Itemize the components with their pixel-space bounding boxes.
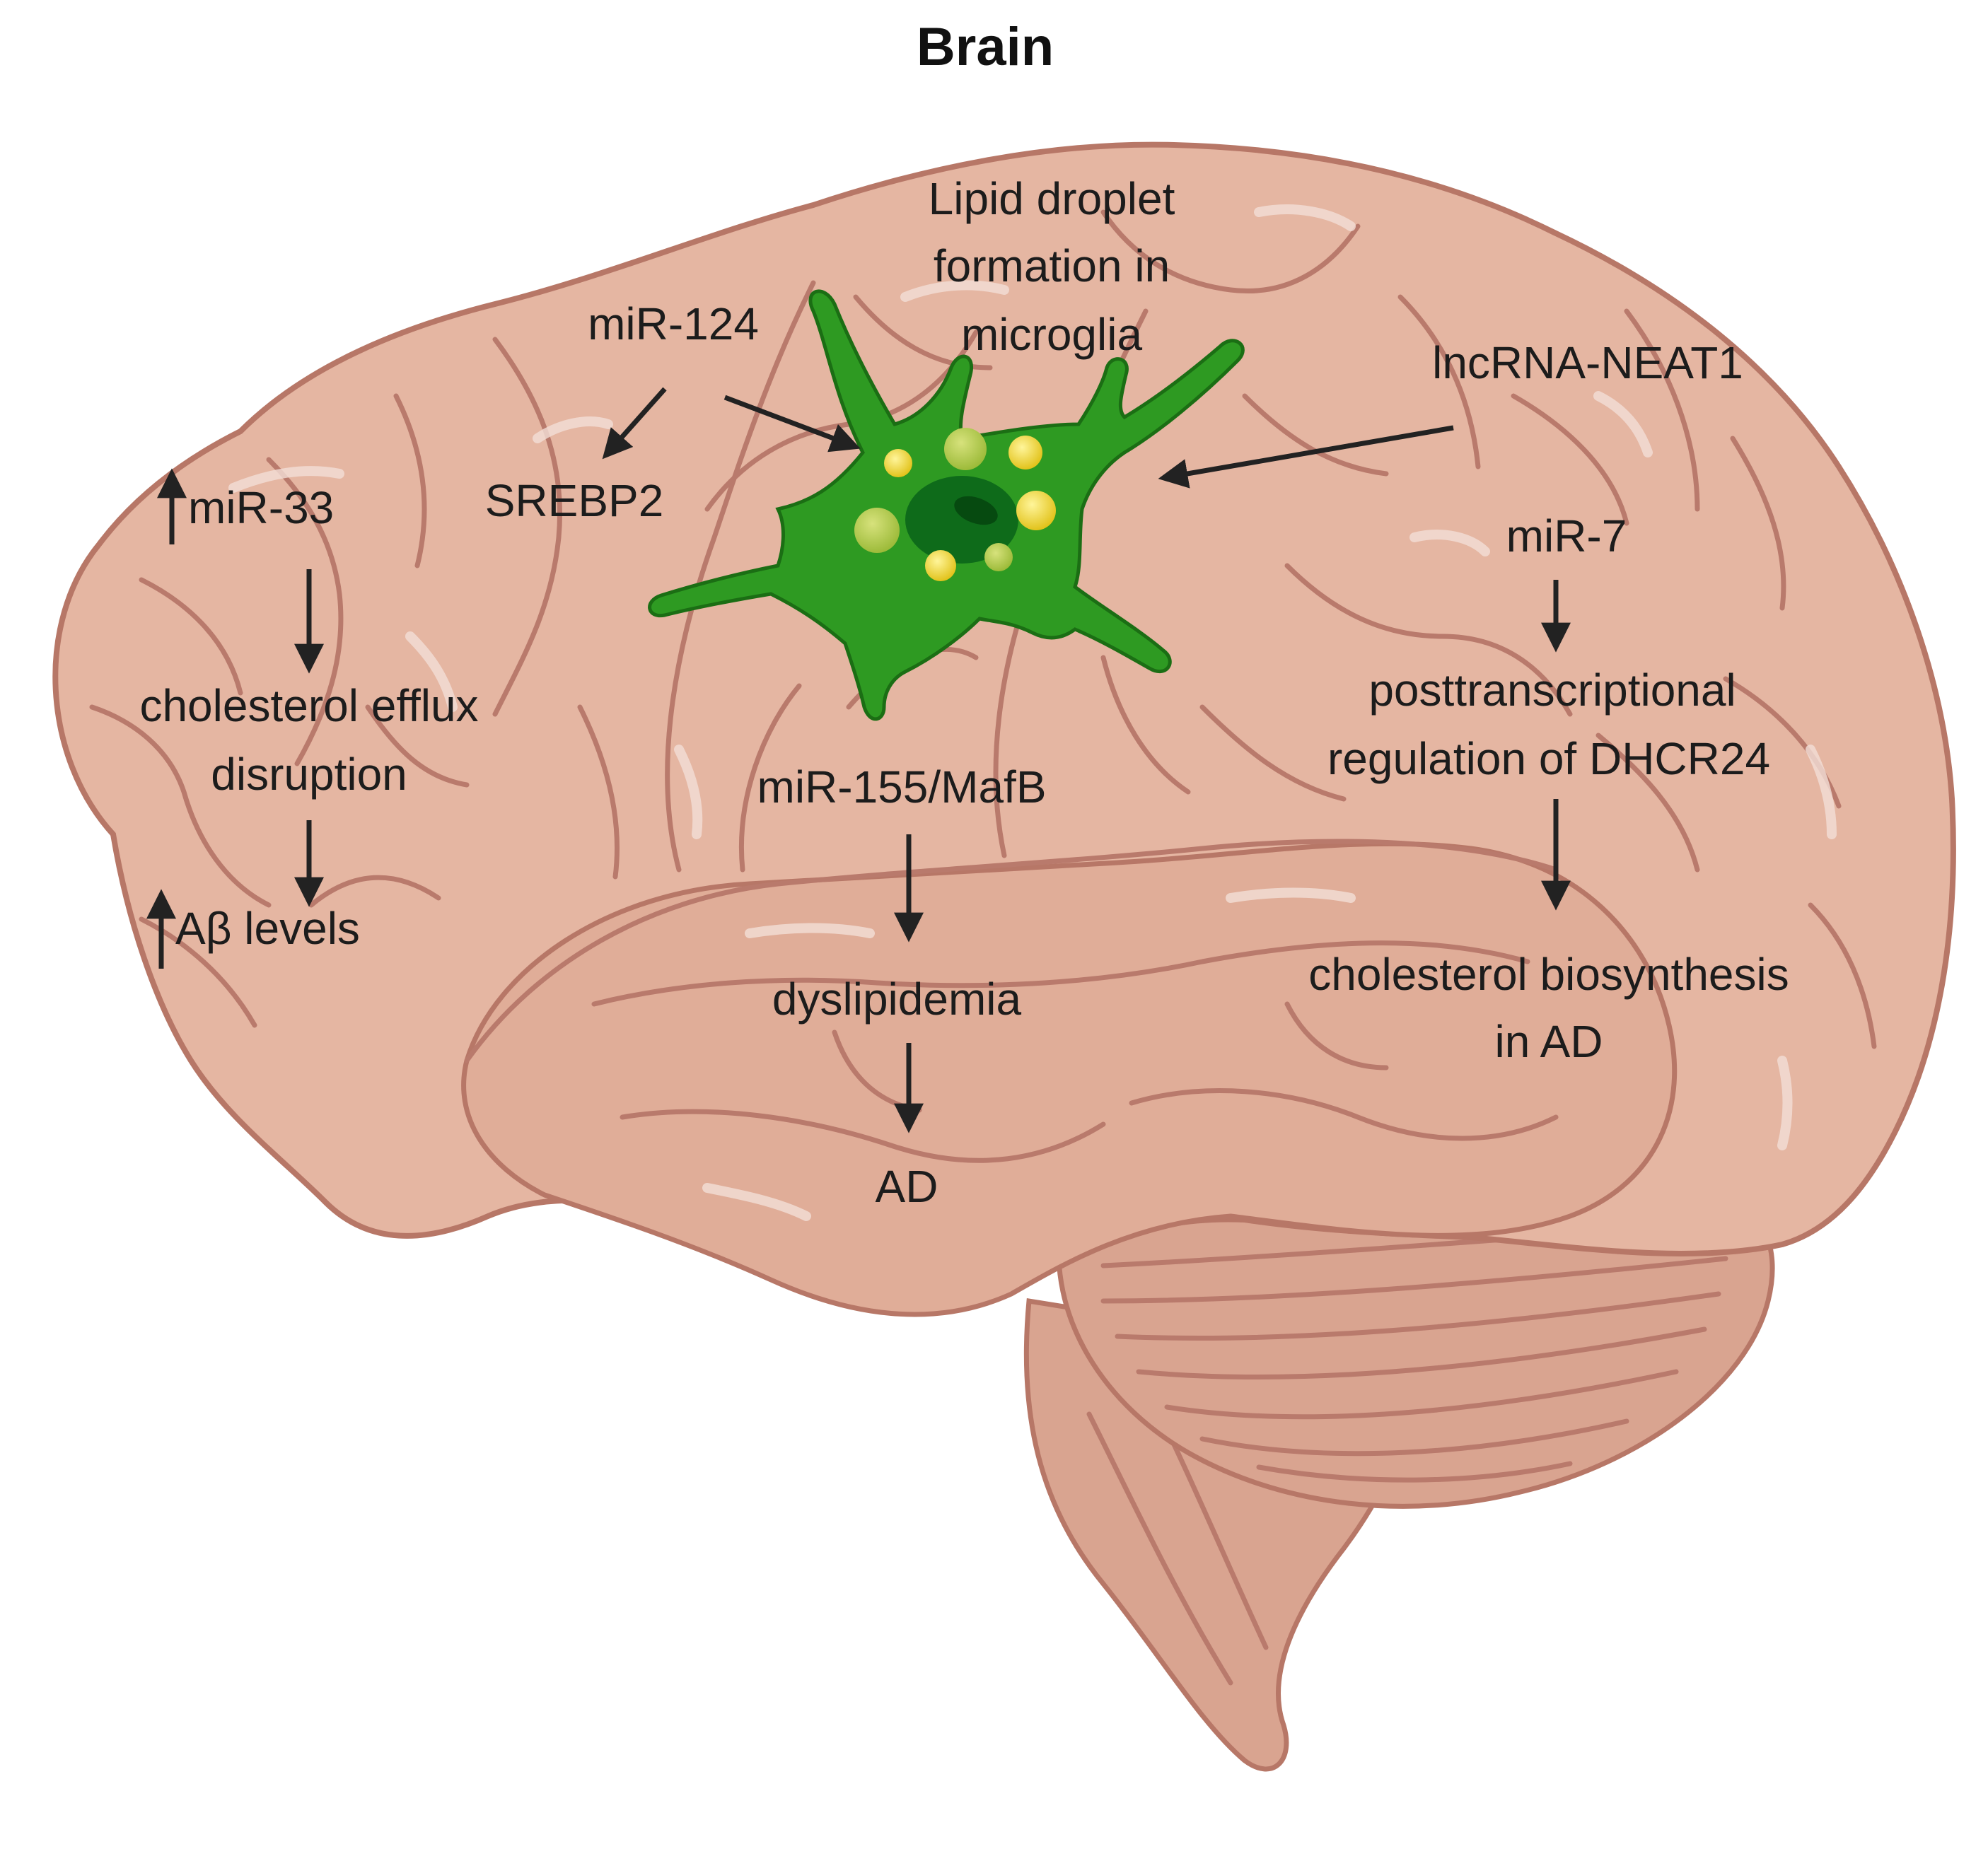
- label-efflux-line2: disruption: [211, 749, 407, 800]
- lipid-droplet: [884, 449, 912, 477]
- pathway-labels: miR-33 cholesterol efflux disruption Aβ …: [139, 173, 1789, 1212]
- lipid-droplet: [1008, 436, 1042, 469]
- label-posttrans-line2: regulation of DHCR24: [1327, 733, 1770, 784]
- label-lipid-line1: Lipid droplet: [929, 173, 1175, 224]
- label-mir124: miR-124: [588, 298, 759, 349]
- microglia-cell: [648, 289, 1245, 721]
- label-dyslipidemia: dyslipidemia: [772, 974, 1022, 1025]
- lipid-droplet: [944, 428, 987, 470]
- label-lipid-line3: microglia: [961, 309, 1142, 360]
- lipid-droplet: [925, 550, 956, 581]
- label-lncrna-neat1: lncRNA-NEAT1: [1432, 337, 1743, 388]
- label-biosynthesis-line2: in AD: [1495, 1016, 1603, 1067]
- label-srebp2: SREBP2: [485, 475, 664, 526]
- lipid-droplet: [984, 543, 1013, 571]
- label-efflux-line1: cholesterol efflux: [139, 680, 478, 731]
- pathway-arrows: [146, 387, 1571, 1133]
- label-mir33: miR-33: [188, 482, 334, 533]
- label-biosynthesis-line1: cholesterol biosynthesis: [1308, 949, 1789, 1000]
- microglia-nucleus: [905, 476, 1018, 564]
- lipid-droplet: [854, 508, 900, 553]
- label-lipid-line2: formation in: [934, 240, 1170, 291]
- diagram-title: Brain: [917, 17, 1054, 77]
- cerebral-gyri: [89, 209, 1877, 1163]
- label-mir155-mafb: miR-155/MafB: [757, 762, 1047, 812]
- lateral-fissure: [464, 839, 1559, 1063]
- label-mir7: miR-7: [1506, 511, 1627, 561]
- arrow-mir124-to-microglia: [723, 395, 861, 453]
- arrow-mir124-to-srebp2: [602, 387, 667, 460]
- lipid-droplet: [1016, 491, 1056, 530]
- label-posttrans-line1: posttranscriptional: [1368, 665, 1736, 716]
- label-ad: AD: [876, 1161, 938, 1212]
- brain-highlights: [228, 204, 1837, 1221]
- arrow-neat1-to-microglia: [1158, 425, 1454, 489]
- label-abeta-levels: Aβ levels: [175, 903, 360, 954]
